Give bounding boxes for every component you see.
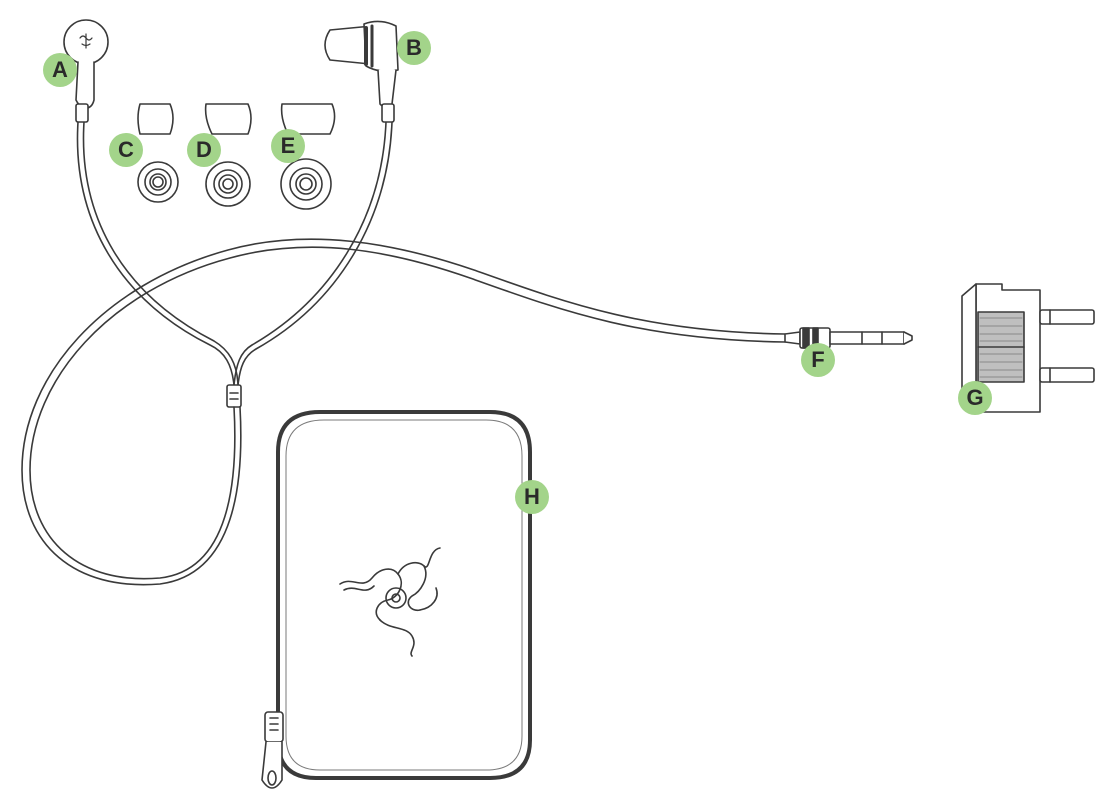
callout-a: A — [43, 53, 77, 87]
earphone-cable — [21, 121, 786, 586]
ear-tips-small — [137, 103, 179, 203]
ear-tips-large — [280, 103, 336, 210]
left-earbud — [63, 19, 109, 123]
right-earbud — [324, 20, 399, 123]
zipper-pull-icon — [261, 711, 284, 789]
callout-e: E — [271, 129, 305, 163]
callout-f: F — [801, 343, 835, 377]
callout-c: C — [109, 133, 143, 167]
callout-g: G — [958, 381, 992, 415]
small-razer-logo-icon — [79, 33, 93, 49]
airline-adapter — [961, 283, 1095, 413]
callout-h: H — [515, 480, 549, 514]
carrying-case — [261, 410, 532, 789]
razer-logo-icon — [339, 547, 441, 657]
ear-tips-medium — [204, 103, 252, 207]
callout-b: B — [397, 31, 431, 65]
audio-jack-plug — [784, 327, 913, 349]
callout-d: D — [187, 133, 221, 167]
